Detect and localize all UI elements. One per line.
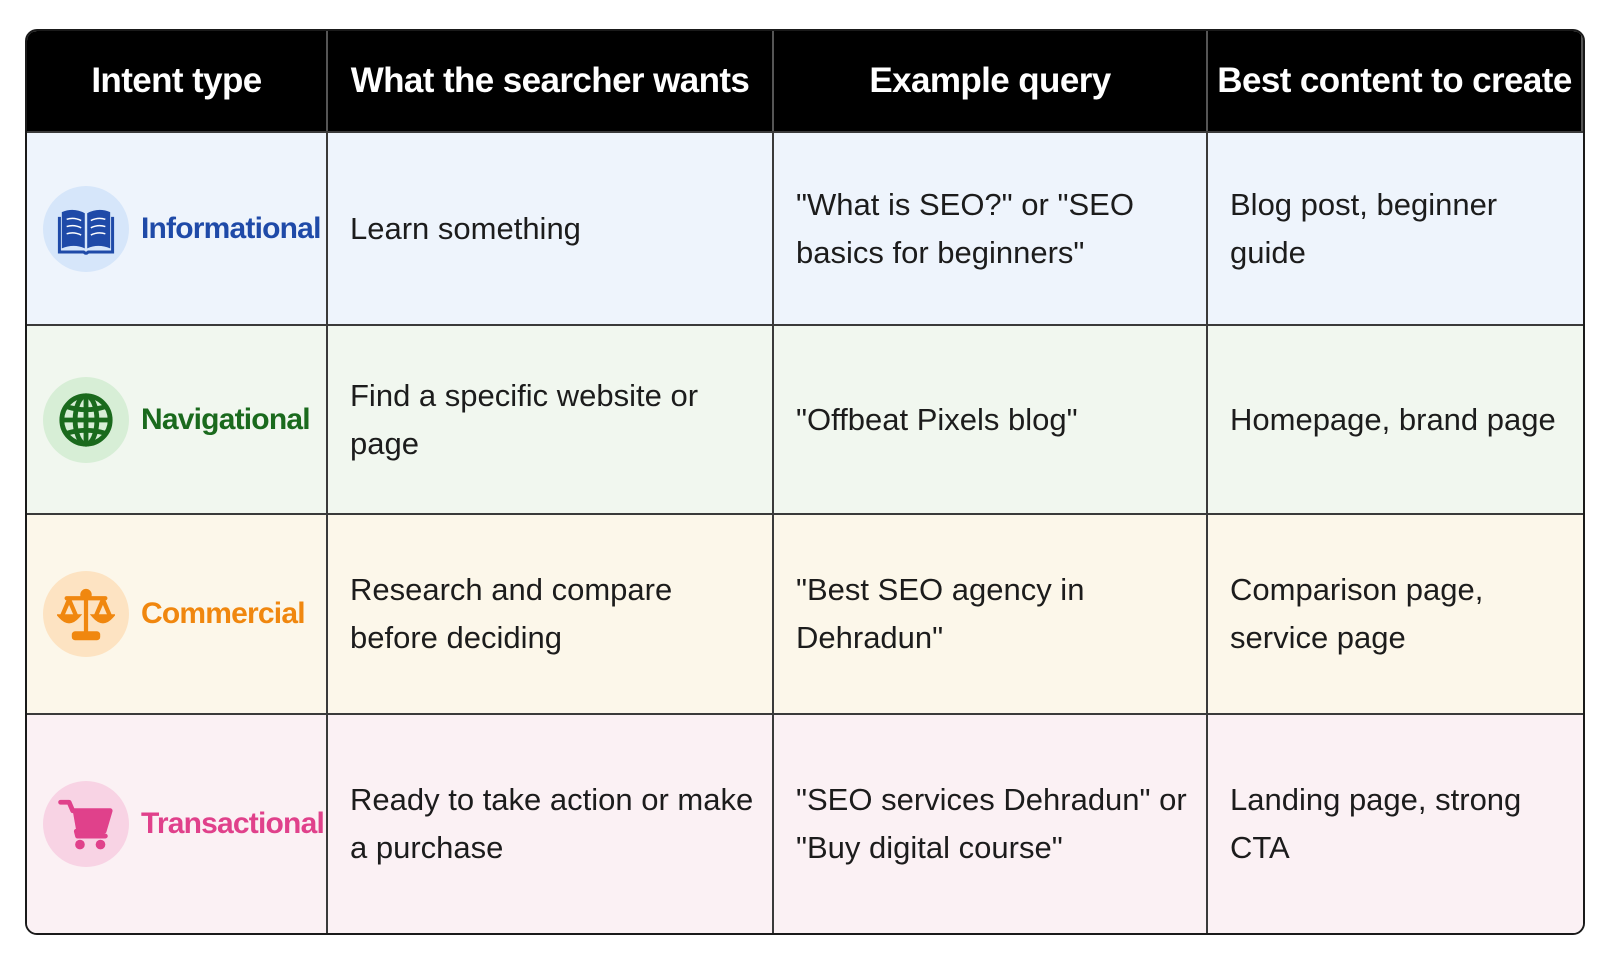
intent-type-label: Informational	[141, 211, 321, 245]
intent-type-label: Commercial	[141, 597, 306, 630]
searcher-wants-cell: Learn something	[328, 131, 774, 324]
best-content-cell: Landing page, strong CTA	[1208, 713, 1583, 933]
intent-type-cell: Transactional	[27, 713, 328, 933]
searcher-wants-cell: Research and compare before deciding	[328, 513, 774, 713]
intent-type-cell: Navigational	[27, 324, 328, 513]
shopping-cart-icon	[43, 781, 129, 867]
intent-type-label: Navigational	[141, 402, 311, 436]
intent-type-cell: Informational	[27, 131, 328, 324]
search-intent-table: Intent type What the searcher wants Exam…	[25, 29, 1585, 935]
balance-scale-icon	[43, 571, 129, 657]
globe-icon	[43, 376, 129, 463]
intent-type-label: Transactional	[141, 807, 325, 840]
header-example-query: Example query	[774, 31, 1208, 131]
open-book-icon	[43, 185, 129, 272]
example-query-cell: "SEO services Dehradun" or "Buy digital …	[774, 713, 1208, 933]
example-query-cell: "What is SEO?" or "SEO basics for beginn…	[774, 131, 1208, 324]
best-content-cell: Homepage, brand page	[1208, 324, 1583, 513]
header-searcher-wants: What the searcher wants	[328, 31, 774, 131]
searcher-wants-cell: Find a specific website or page	[328, 324, 774, 513]
best-content-cell: Blog post, beginner guide	[1208, 131, 1583, 324]
example-query-cell: "Offbeat Pixels blog"	[774, 324, 1208, 513]
searcher-wants-cell: Ready to take action or make a purchase	[328, 713, 774, 933]
header-intent-type: Intent type	[27, 31, 328, 131]
intent-type-cell: Commercial	[27, 513, 328, 713]
example-query-cell: "Best SEO agency in Dehradun"	[774, 513, 1208, 713]
best-content-cell: Comparison page, service page	[1208, 513, 1583, 713]
header-best-content: Best content to create	[1208, 31, 1583, 131]
